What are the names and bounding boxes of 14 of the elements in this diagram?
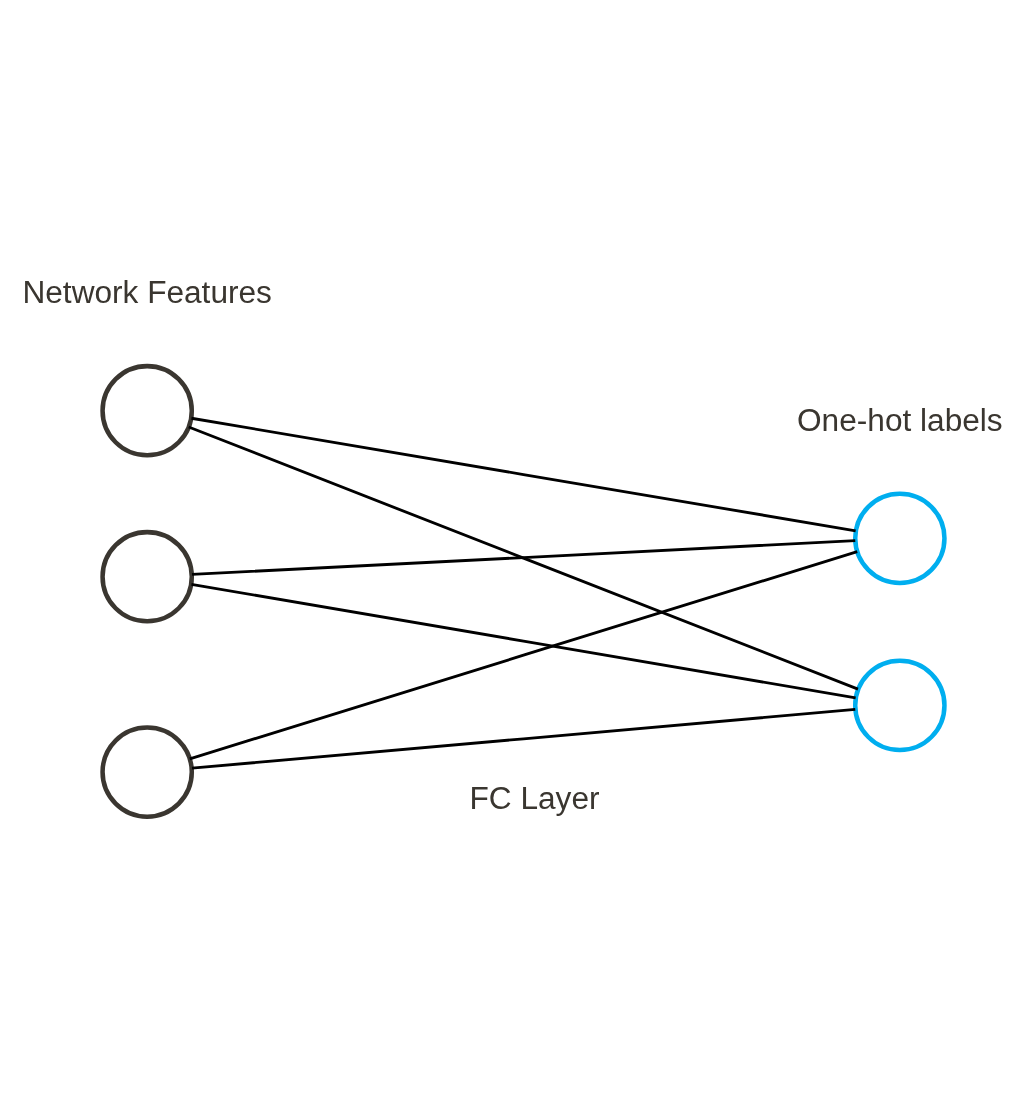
connector [191, 416, 856, 532]
connector [189, 549, 858, 760]
node-circle [853, 490, 947, 585]
connector [191, 582, 856, 699]
node-circle [100, 529, 195, 624]
label: One-hot labels [797, 401, 1003, 438]
node-circle [853, 658, 947, 752]
connector [191, 538, 856, 576]
label: Network Features [22, 273, 272, 310]
node-circle [100, 363, 195, 458]
node-circle [100, 724, 195, 819]
connector [191, 707, 856, 770]
connector [188, 425, 859, 690]
label: FC Layer [469, 779, 600, 816]
